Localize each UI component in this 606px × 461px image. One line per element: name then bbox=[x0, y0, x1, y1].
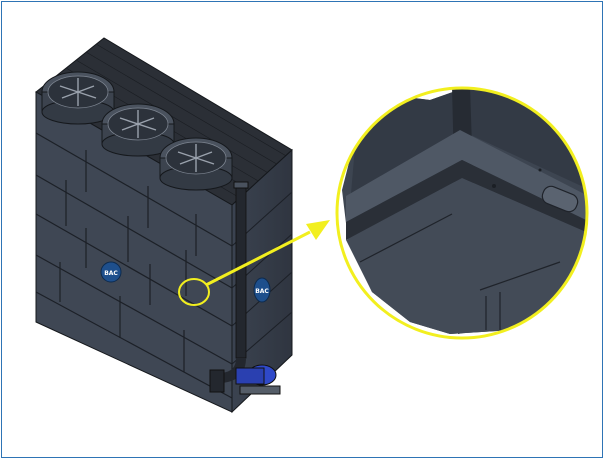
bac-logo-front: BAC bbox=[100, 261, 122, 283]
front-panel-seams bbox=[35, 132, 233, 399]
detail-frame-lines bbox=[359, 213, 561, 330]
callout-arrow-head bbox=[306, 220, 330, 240]
fan-3 bbox=[159, 137, 233, 191]
pump-assembly bbox=[209, 364, 281, 395]
detail-rivet bbox=[538, 168, 542, 172]
zoom-detail bbox=[335, 86, 589, 340]
zoom-detail-ring bbox=[335, 86, 589, 340]
detail-top-panel bbox=[350, 88, 587, 205]
highlight-marker-circle bbox=[178, 278, 210, 306]
detail-horizontal-band bbox=[346, 130, 587, 222]
fan-1 bbox=[41, 71, 115, 125]
bac-logo-side: BAC bbox=[253, 277, 271, 303]
fan-2 bbox=[101, 103, 175, 157]
detail-horizontal-band-shadow bbox=[346, 160, 587, 240]
detail-slot bbox=[541, 185, 579, 213]
svg-text:BAC: BAC bbox=[104, 270, 118, 277]
detail-rivet bbox=[492, 184, 496, 188]
cooling-tower-unit: BAC BAC bbox=[35, 37, 293, 414]
svg-text:BAC: BAC bbox=[255, 288, 269, 295]
detail-lower-panel bbox=[346, 178, 586, 334]
callout-arrow-line bbox=[205, 230, 311, 287]
